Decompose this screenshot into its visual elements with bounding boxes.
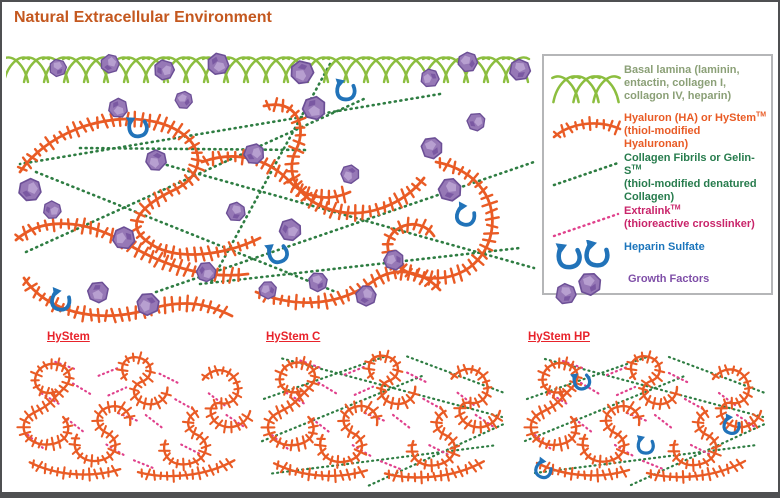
legend-item-extralink: ExtralinkTM (thioreactive crosslinker) (550, 204, 767, 240)
hystem-hp-panel-diagram (523, 350, 769, 487)
legend-label-heparin-sulfate: Heparin Sulfate (624, 241, 705, 253)
legend-item-growth-factors: Growth Factors (550, 272, 767, 306)
legend-box: Basal lamina (laminin, entactin, collage… (542, 54, 773, 306)
legend-item-heparin-sulfate: Heparin Sulfate (550, 240, 767, 272)
legend-label-collagen-fibrils: Collagen Fibrils or Gelin-STM (thiol-mod… (624, 152, 757, 203)
legend-label-extralink: ExtralinkTM (thioreactive crosslinker) (624, 204, 755, 230)
main-extracellular-matrix-diagram (6, 47, 536, 324)
hystem-c-panel-diagram (260, 349, 508, 487)
legend-label-basal-lamina: Basal lamina (laminin, entactin, collage… (624, 64, 740, 102)
panel-label-hystem-c: HyStem C (266, 331, 321, 343)
heparin-hook-icon (550, 240, 624, 272)
hyaluron-strand-icon (552, 116, 622, 139)
legend-label-hyaluron: Hyaluron (HA) or HyStemTM (thiol-modifie… (624, 111, 767, 150)
basal-lamina-lattice-icon (551, 75, 621, 104)
hystem-panel-diagram (16, 351, 254, 483)
figure-title: Natural Extracellular Environment (14, 9, 272, 26)
growth-factor-blob-icon (554, 272, 605, 306)
panel-label-hystem: HyStem (47, 331, 90, 343)
legend-item-collagen-fibrils: Collagen Fibrils or Gelin-STM (thiol-mod… (550, 151, 767, 204)
legend-label-growth-factors: Growth Factors (628, 273, 710, 285)
legend-item-basal-lamina: Basal lamina (laminin, entactin, collage… (550, 63, 767, 111)
legend-item-hyaluron: Hyaluron (HA) or HyStemTM (thiol-modifie… (550, 111, 767, 151)
collagen-dotted-line-icon (552, 161, 620, 187)
extralink-dotted-line-icon (552, 212, 620, 238)
panel-label-hystem-hp: HyStem HP (528, 331, 590, 343)
